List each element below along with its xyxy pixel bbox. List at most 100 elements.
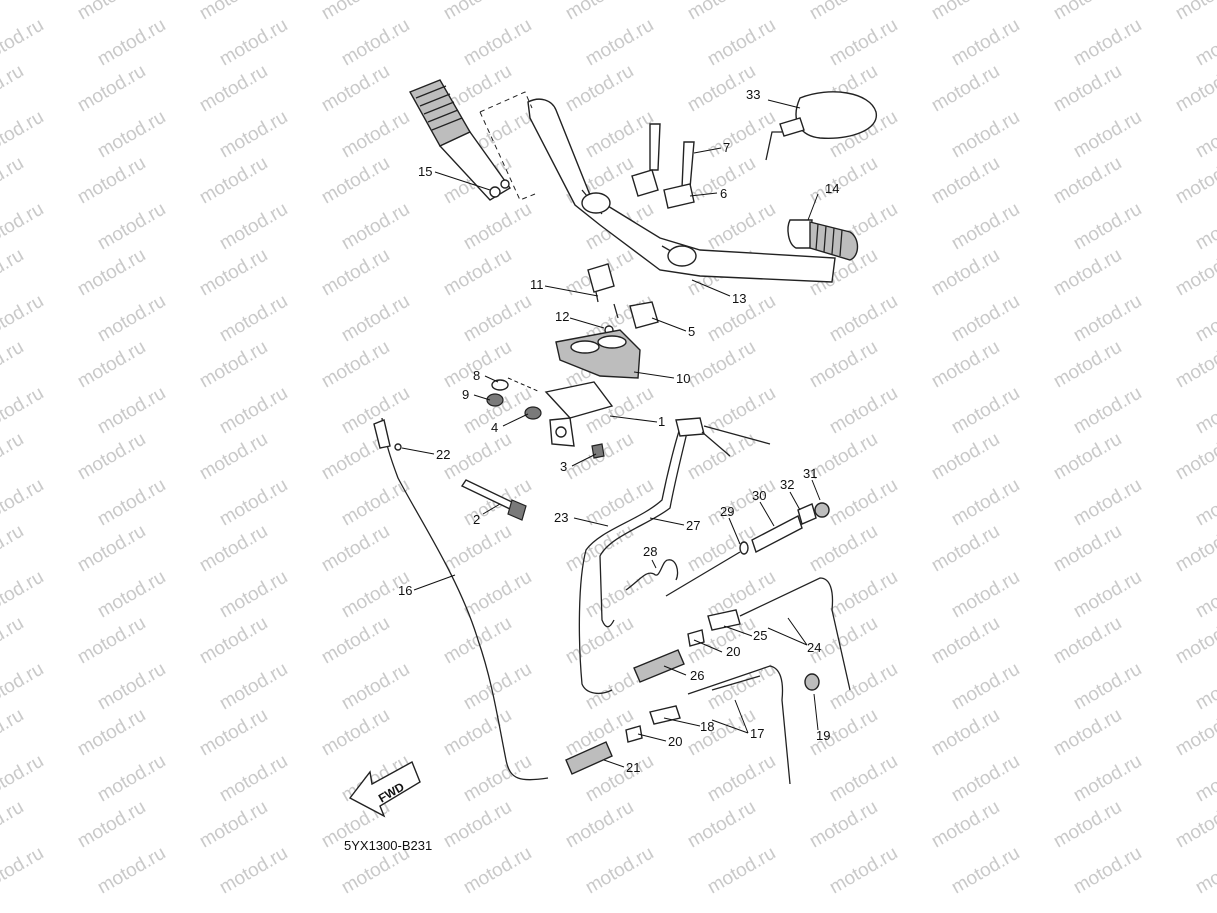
watermark-text: motod.ru (948, 475, 1023, 531)
watermark-text: motod.ru (0, 107, 47, 163)
watermark-text: motod.ru (684, 429, 759, 485)
watermark-text: motod.ru (928, 429, 1003, 485)
watermark-text: motod.ru (74, 245, 149, 301)
watermark-text: motod.ru (318, 61, 393, 117)
parts-illustration (348, 79, 877, 818)
watermark-text: motod.ru (0, 751, 47, 807)
watermark-text: motod.ru (1192, 567, 1217, 623)
watermark-text: motod.ru (216, 291, 291, 347)
watermark-text: motod.ru (1172, 521, 1217, 577)
watermark-text: motod.ru (1192, 199, 1217, 255)
watermark-text: motod.ru (826, 567, 901, 623)
watermark-text: motod.ru (1070, 843, 1145, 899)
callout-16: 16 (398, 583, 412, 598)
watermark-text: motod.ru (74, 705, 149, 761)
watermark-text: motod.ru (1172, 705, 1217, 761)
watermark-text: motod.ru (216, 843, 291, 899)
watermark-text: motod.ru (948, 291, 1023, 347)
watermark-text: motod.ru (806, 521, 881, 577)
callout-28: 28 (643, 544, 657, 559)
watermark-text: motod.ru (1070, 291, 1145, 347)
watermark-text: motod.ru (0, 61, 27, 117)
callout-31: 31 (803, 466, 817, 481)
watermark-text: motod.ru (826, 383, 901, 439)
watermark-text: motod.ru (460, 567, 535, 623)
watermark-text: motod.ru (684, 0, 759, 24)
callout-25: 25 (753, 628, 767, 643)
watermark-text: motod.ru (948, 15, 1023, 71)
watermark-text: motod.ru (196, 521, 271, 577)
callout-19: 19 (816, 728, 830, 743)
watermark-text: motod.ru (948, 107, 1023, 163)
watermark-text: motod.ru (1172, 61, 1217, 117)
watermark-text: motod.ru (562, 521, 637, 577)
watermark-text: motod.ru (318, 613, 393, 669)
watermark-text: motod.ru (440, 521, 515, 577)
watermark-text: motod.ru (1192, 751, 1217, 807)
watermark-text: motod.ru (94, 475, 169, 531)
callout-9: 9 (462, 387, 469, 402)
watermark-text: motod.ru (1070, 751, 1145, 807)
watermark-text: motod.ru (562, 797, 637, 853)
callout-21: 21 (626, 760, 640, 775)
watermark-text: motod.ru (948, 751, 1023, 807)
watermark-text: motod.ru (318, 153, 393, 209)
watermark-text: motod.ru (0, 797, 27, 853)
watermark-text: motod.ru (806, 797, 881, 853)
watermark-text: motod.ru (1070, 475, 1145, 531)
watermark-text: motod.ru (1192, 383, 1217, 439)
callout-30: 30 (752, 488, 766, 503)
watermark-text: motod.ru (928, 61, 1003, 117)
callout-2: 2 (473, 512, 480, 527)
watermark-text: motod.ru (1050, 337, 1125, 393)
watermark-text: motod.ru (0, 429, 27, 485)
watermark-text: motod.ru (94, 567, 169, 623)
watermark-text: motod.ru (0, 15, 47, 71)
watermark-text: motod.ru (928, 613, 1003, 669)
watermark-text: motod.ru (1070, 659, 1145, 715)
watermark-text: motod.ru (1050, 613, 1125, 669)
watermark-text: motod.ru (0, 659, 47, 715)
callout-3: 3 (560, 459, 567, 474)
watermark-text: motod.ru (94, 659, 169, 715)
callout-24: 24 (807, 640, 821, 655)
callout-13: 13 (732, 291, 746, 306)
watermark-text: motod.ru (562, 613, 637, 669)
watermark-text: motod.ru (196, 245, 271, 301)
watermark-text: motod.ru (338, 199, 413, 255)
watermark-text: motod.ru (440, 797, 515, 853)
watermark-text: motod.ru (318, 0, 393, 24)
watermark-text: motod.ru (704, 751, 779, 807)
watermark-text: motod.ru (94, 291, 169, 347)
watermark-text: motod.ru (460, 291, 535, 347)
callout-22: 22 (436, 447, 450, 462)
watermark-text: motod.ru (318, 245, 393, 301)
hidden-bar-outline (479, 91, 536, 201)
watermark-text: motod.ru (338, 659, 413, 715)
watermark-text: motod.ru (460, 199, 535, 255)
watermark-text: motod.ru (0, 199, 47, 255)
lock-nut-part (804, 673, 820, 691)
watermark-text: motod.ru (1172, 0, 1217, 24)
watermark-text: motod.ru (948, 659, 1023, 715)
watermark-text: motod.ru (562, 0, 637, 24)
watermark-text: motod.ru (1050, 429, 1125, 485)
watermark-text: motod.ru (196, 705, 271, 761)
callout-10: 10 (676, 371, 690, 386)
watermark-text: motod.ru (826, 291, 901, 347)
watermark-text: motod.ru (196, 61, 271, 117)
watermark-text: motod.ru (216, 567, 291, 623)
watermark-text: motod.ru (562, 61, 637, 117)
watermark-text: motod.ru (338, 15, 413, 71)
watermark-text: motod.ru (948, 567, 1023, 623)
callout-18: 18 (700, 719, 714, 734)
watermark-text: motod.ru (928, 521, 1003, 577)
callout-14: 14 (825, 181, 839, 196)
watermark-text: motod.ru (1172, 153, 1217, 209)
diagram-code: 5YX1300-B231 (344, 838, 432, 853)
watermark-text: motod.ru (0, 245, 27, 301)
watermark-text: motod.ru (0, 337, 27, 393)
watermark-text: motod.ru (1050, 705, 1125, 761)
watermark-text: motod.ru (196, 0, 271, 24)
